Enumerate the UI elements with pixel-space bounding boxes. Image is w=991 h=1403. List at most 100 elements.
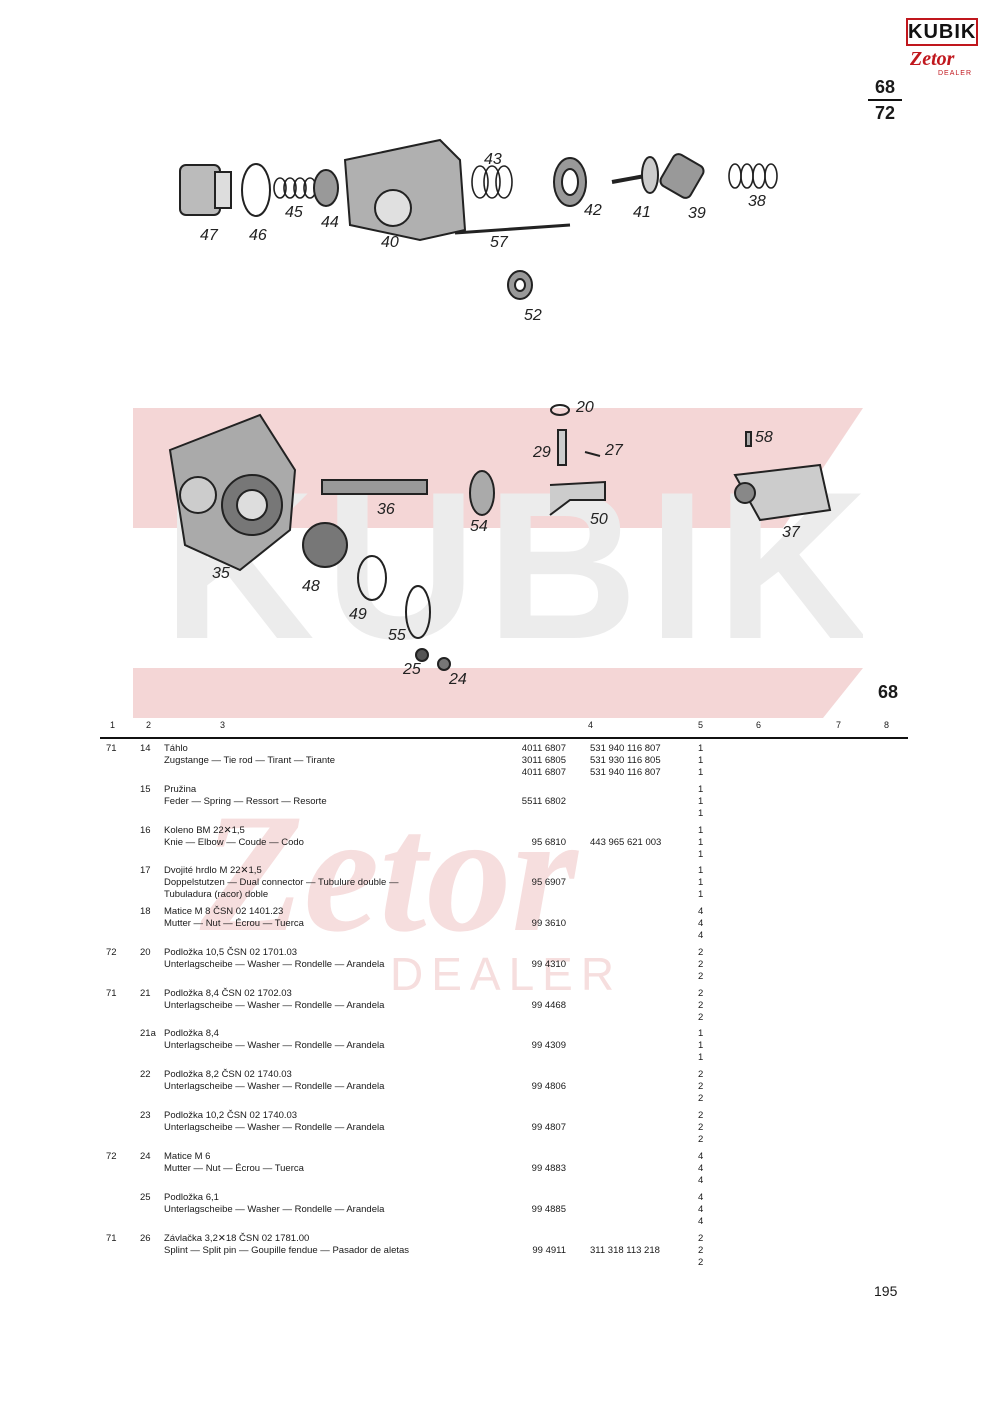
page-number: 195: [874, 1283, 898, 1299]
part-description: Podložka 10,2 ČSN 02 1740.03: [164, 1110, 298, 1121]
callout-46: 46: [249, 227, 267, 244]
quantity: 1: [698, 796, 704, 807]
part-code: 99 4468: [531, 1000, 566, 1011]
part-code: 95 6907: [531, 877, 566, 888]
callout-20: 20: [575, 399, 594, 416]
part-description: Unterlagscheibe — Washer — Rondelle — Ar…: [164, 1081, 385, 1092]
callout-37: 37: [782, 524, 801, 541]
part-description: Unterlagscheibe — Washer — Rondelle — Ar…: [164, 1204, 385, 1215]
quantity: 2: [698, 1000, 704, 1011]
callout-43: 43: [484, 151, 502, 168]
position-number: 17: [140, 865, 151, 876]
part-description: Pružina: [164, 784, 197, 795]
part-description: Unterlagscheibe — Washer — Rondelle — Ar…: [164, 1040, 385, 1051]
part-description: Mutter — Nut — Écrou — Tuerca: [164, 918, 304, 929]
col-header-8: 8: [884, 720, 890, 730]
position-number: 26: [140, 1233, 151, 1244]
part-code: 3011 6805: [521, 755, 566, 766]
callout-55: 55: [388, 627, 406, 644]
quantity: 1: [698, 1040, 704, 1051]
position-number: 15: [140, 784, 151, 795]
part-code: 99 3610: [531, 918, 566, 929]
part-code: 99 4310: [531, 959, 566, 970]
quantity: 4: [698, 930, 704, 941]
position-number: 23: [140, 1110, 151, 1121]
part-description: Koleno BM 22✕1,5: [164, 825, 245, 836]
quantity: 1: [698, 755, 704, 766]
page-reference: 68 72: [868, 76, 902, 124]
quantity: 4: [698, 1151, 704, 1162]
quantity: 1: [698, 767, 704, 778]
quantity: 2: [698, 1233, 704, 1244]
quantity: 1: [698, 743, 704, 754]
callout-47: 47: [200, 227, 219, 244]
part-description: Matice M 8 ČSN 02 1401.23: [164, 906, 284, 917]
part-code: 99 4806: [531, 1081, 566, 1092]
quantity: 2: [698, 1110, 704, 1121]
part-ref-number: 531 940 116 807: [590, 767, 661, 778]
logo-sub: Zetor: [910, 48, 955, 70]
quantity: 4: [698, 918, 704, 929]
part-ref-number: 531 940 116 807: [590, 743, 661, 754]
quantity: 1: [698, 808, 704, 819]
part-description: Tubuladura (racor) doble: [164, 889, 269, 900]
part-description: Doppelstutzen — Dual connector — Tubulur…: [164, 877, 399, 888]
quantity: 4: [698, 1175, 704, 1186]
part-code: 99 4885: [531, 1204, 566, 1215]
part-code: 95 6810: [531, 837, 566, 848]
position-number: 21a: [140, 1028, 156, 1039]
quantity: 1: [698, 877, 704, 888]
col-header-1: 1: [110, 720, 116, 730]
exploded-parts-diagram: 47 46 45 44 40 43 57 42 41 39 38 52 20 2…: [168, 138, 832, 688]
position-number: 14: [140, 743, 151, 754]
group-ref: 71: [106, 743, 117, 754]
part-ref-number: 531 930 116 805: [590, 755, 661, 766]
quantity: 1: [698, 825, 704, 836]
position-number: 21: [140, 988, 151, 999]
quantity: 1: [698, 865, 704, 876]
callout-39: 39: [688, 205, 706, 222]
quantity: 1: [698, 1028, 704, 1039]
quantity: 4: [698, 906, 704, 917]
callout-25: 25: [402, 661, 421, 678]
quantity: 4: [698, 1204, 704, 1215]
part-description: Dvojité hrdlo M 22✕1,5: [164, 865, 262, 876]
quantity: 4: [698, 1192, 704, 1203]
part-description: Podložka 10,5 ČSN 02 1701.03: [164, 947, 298, 958]
callout-29: 29: [532, 444, 551, 461]
col-header-3: 3: [220, 720, 226, 730]
quantity: 4: [698, 1163, 704, 1174]
quantity: 2: [698, 1257, 704, 1268]
quantity: 2: [698, 1134, 704, 1145]
part-description: Podložka 8,4 ČSN 02 1702.03: [164, 988, 292, 999]
quantity: 1: [698, 1052, 704, 1063]
callout-57: 57: [490, 234, 509, 251]
part-description: Táhlo: [164, 743, 188, 754]
part-description: Knie — Elbow — Coude — Codo: [164, 837, 304, 848]
part-description: Podložka 8,4: [164, 1028, 219, 1039]
part-description: Unterlagscheibe — Washer — Rondelle — Ar…: [164, 959, 385, 970]
callout-35: 35: [212, 565, 230, 582]
part-code: 99 4309: [531, 1040, 566, 1051]
part-description: Matice M 6: [164, 1151, 211, 1162]
col-header-6: 6: [756, 720, 762, 730]
quantity: 4: [698, 1216, 704, 1227]
callout-49: 49: [349, 606, 367, 623]
quantity: 2: [698, 971, 704, 982]
callout-54: 54: [470, 518, 488, 535]
figure-label: 68: [878, 682, 899, 702]
quantity: 2: [698, 959, 704, 970]
position-number: 25: [140, 1192, 151, 1203]
callout-45: 45: [285, 204, 303, 221]
logo-text: KUBIK: [908, 20, 977, 44]
position-number: 16: [140, 825, 151, 836]
part-code: 4011 6807: [521, 767, 566, 778]
quantity: 1: [698, 837, 704, 848]
group-ref: 72: [106, 1151, 117, 1162]
quantity: 2: [698, 1093, 704, 1104]
part-description: Podložka 8,2 ČSN 02 1740.03: [164, 1069, 292, 1080]
quantity: 2: [698, 947, 704, 958]
callout-24: 24: [448, 671, 467, 688]
callout-52: 52: [524, 307, 542, 324]
callout-40: 40: [381, 234, 399, 251]
